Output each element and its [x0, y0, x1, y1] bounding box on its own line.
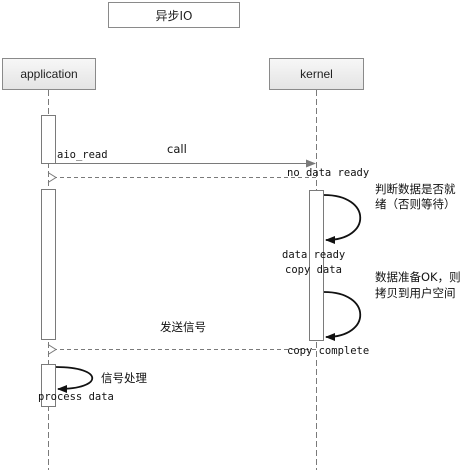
copy-complete-label: copy complete — [287, 345, 370, 357]
aio-read-label: aio_read — [57, 149, 108, 161]
application-activation-3 — [41, 364, 56, 407]
signal-handling-label: 信号处理 — [101, 371, 147, 385]
data-ready-label: data ready — [282, 249, 346, 261]
signal-self-arrow — [55, 366, 93, 393]
process-data-label: process data — [38, 391, 114, 403]
judge-note-line-1: 判断数据是否就 — [375, 182, 456, 196]
application-activation-2 — [41, 189, 56, 340]
diagram-title: 异步IO — [108, 2, 240, 28]
no-data-ready-label: no data ready — [287, 167, 370, 179]
application-activation-1 — [41, 115, 56, 164]
kernel-activation — [309, 190, 324, 341]
copy-data-label: copy data — [285, 264, 342, 276]
participant-kernel: kernel — [269, 58, 364, 90]
participant-application: application — [2, 58, 96, 90]
judge-self-arrow — [323, 194, 362, 244]
copy-note-line-2: 拷贝到用户空间 — [375, 286, 456, 300]
judge-note-line-2: 绪（否则等待） — [375, 197, 456, 211]
copy-self-arrow — [323, 291, 362, 341]
send-signal-label: 发送信号 — [160, 320, 206, 334]
copy-note-line-1: 数据准备OK，则 — [375, 270, 461, 284]
call-label: call — [167, 142, 187, 156]
